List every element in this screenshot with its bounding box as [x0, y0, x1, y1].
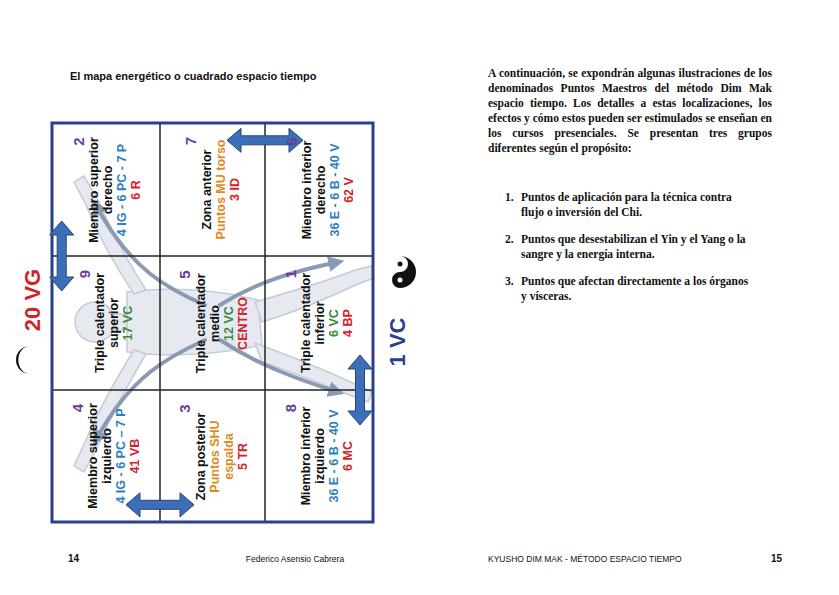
point-list: 12 VC	[221, 262, 235, 384]
cell-number: 7	[183, 129, 200, 250]
cell-number: 6	[283, 129, 300, 250]
list-item: Puntos que desestabilizan el Yin y el Ya…	[521, 232, 751, 262]
running-footer: KYUSHO DIM MAK - MÉTODO ESPACIO TIEMPO	[488, 554, 728, 564]
page-number: 15	[752, 553, 782, 564]
list-number: 2.	[505, 232, 519, 247]
point-list: CENTRO	[235, 262, 249, 384]
double-arrow	[348, 355, 372, 425]
rotated-text-frame: 1Triple calentador inferior6 VC4 BP	[265, 256, 373, 390]
grid-cell: 1Triple calentador inferior6 VC4 BP	[265, 256, 373, 390]
cell-title: Triple calentador superior	[93, 262, 121, 384]
energy-flow-arrows	[96, 205, 338, 440]
point-list: 4 IG - 6 PC – 7 P	[114, 396, 128, 516]
page-number: 14	[68, 553, 98, 564]
grid-cell: 8Miembro inferior izquierdo36 E - 6 B - …	[265, 390, 373, 522]
point-list: 6 R	[128, 129, 142, 250]
cell-title: Zona posterior	[193, 396, 207, 516]
list-number: 1.	[505, 190, 519, 205]
point-list: Puntos SHU espalda	[207, 396, 235, 516]
meridian-point-label: 1 VC	[385, 318, 411, 367]
rotated-text-frame: 2Miembro superior derecho4 IG - 6 PC - 7…	[52, 123, 160, 256]
cell-number: 2	[70, 129, 87, 250]
cell-title: Miembro superior izquierdo	[86, 396, 114, 516]
point-list: 5 TR	[235, 396, 249, 516]
point-list: 36 E - 6 B - 40 V	[327, 129, 341, 250]
point-list: 36 E - 6 B - 40 V	[327, 396, 341, 516]
point-list: 17 VC	[121, 262, 135, 384]
cell-title: Miembro inferior izquierdo	[299, 396, 327, 516]
cell-title: Zona anterior	[200, 129, 214, 250]
point-list: 6 MC	[341, 396, 355, 516]
list-item: Puntos que afectan directamente a los ór…	[521, 274, 751, 304]
cell-title: Miembro inferior derecho	[299, 129, 327, 250]
rotated-text-frame: 3Zona posteriorPuntos SHU espalda5 TR	[160, 390, 265, 522]
cell-number: 4	[70, 396, 87, 516]
list-item: Puntos de aplicación para la técnica con…	[521, 190, 751, 220]
point-list: 3 ID	[228, 129, 242, 250]
rotated-text-frame: 5Triple calentador medio12 VCCENTRO	[160, 256, 265, 390]
rotated-text-frame: 6Miembro inferior derecho36 E - 6 B - 40…	[265, 123, 373, 256]
point-list: Puntos MU torso	[214, 129, 228, 250]
point-list: 62 V	[341, 129, 355, 250]
grid-cell: 5Triple calentador medio12 VCCENTRO	[160, 256, 265, 390]
rotated-text-frame: 9Triple calentador superior17 VC	[52, 256, 160, 390]
cell-number: 9	[77, 262, 94, 384]
cell-title: Triple calentador medio	[193, 262, 221, 384]
meridian-point-label: 20 VG	[20, 269, 46, 331]
cell-title: Miembro superior derecho	[86, 129, 114, 250]
point-list: 6 VC	[327, 262, 341, 384]
grid-cell: 2Miembro superior derecho4 IG - 6 PC - 7…	[52, 123, 160, 256]
running-footer: Federico Asensio Cabrera	[220, 554, 370, 564]
grid-cell: 6Miembro inferior derecho36 E - 6 B - 40…	[265, 123, 373, 256]
rotated-text-frame: 7Zona anteriorPuntos MU torso3 ID	[160, 123, 265, 256]
grid-cell: 4Miembro superior izquierdo4 IG - 6 PC –…	[52, 390, 160, 522]
yin-yang-symbol	[384, 256, 416, 288]
cell-number: 3	[176, 396, 193, 516]
cell-title: Triple calentador inferior	[299, 262, 327, 384]
rotated-text-frame: 4Miembro superior izquierdo4 IG - 6 PC –…	[52, 390, 160, 522]
grid-lines	[52, 123, 373, 522]
cell-number: 1	[283, 262, 300, 384]
double-arrow	[126, 493, 194, 517]
point-list: 41 VB	[128, 396, 142, 516]
double-arrow	[50, 221, 74, 291]
point-list: 4 BP	[341, 262, 355, 384]
point-list: 4 IG - 6 PC - 7 P	[114, 129, 128, 250]
body-paragraph: A continuación, se expondrán algunas ilu…	[488, 66, 772, 156]
cell-number: 5	[176, 262, 193, 384]
grid-cell: 7Zona anteriorPuntos MU torso3 ID	[160, 123, 265, 256]
grid-cell: 9Triple calentador superior17 VC	[52, 256, 160, 390]
cell-number: 8	[283, 396, 300, 516]
rotated-text-frame: 8Miembro inferior izquierdo36 E - 6 B - …	[265, 390, 373, 522]
yin-crescent	[16, 346, 30, 374]
page-title: El mapa energético o cuadrado espacio ti…	[70, 70, 390, 82]
list-number: 3.	[505, 274, 519, 289]
grid-cell: 3Zona posteriorPuntos SHU espalda5 TR	[160, 390, 265, 522]
